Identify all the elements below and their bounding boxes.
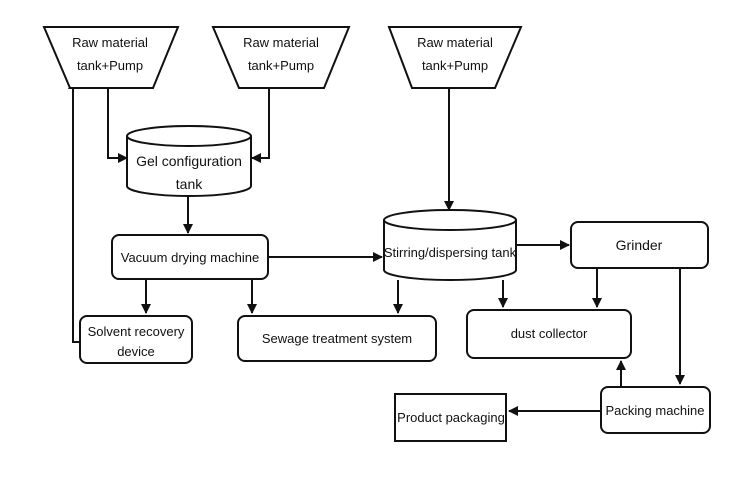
funnel-shape: [42, 26, 180, 89]
cylinder-top: [126, 125, 252, 147]
node-sewage-treatment-system: Sewage treatment system: [237, 315, 437, 362]
node-label: Product packaging: [397, 410, 505, 425]
funnel-shape: [211, 26, 351, 89]
node-label-line1: Raw material: [72, 35, 148, 50]
edge-solvent-to-raw1: [68, 79, 80, 343]
edge-raw1-to-gel: [107, 88, 128, 163]
node-solvent-recovery-device: Solvent recovery device: [79, 315, 193, 364]
box-shape: [570, 221, 709, 269]
node-raw-material-tank-2: Raw material tank+Pump: [211, 26, 351, 89]
node-label: Sewage treatment system: [262, 331, 412, 346]
node-label-line2: tank+Pump: [422, 58, 488, 73]
node-dust-collector: dust collector: [466, 309, 632, 359]
node-product-packaging: Product packaging: [394, 393, 507, 442]
cylinder-body: [383, 220, 517, 281]
node-label-line2: tank: [176, 176, 203, 192]
node-label-line2: tank+Pump: [77, 58, 143, 73]
node-raw-material-tank-3: Raw material tank+Pump: [387, 26, 523, 89]
box-shape: [466, 309, 632, 359]
node-label-line1: Gel configuration: [136, 153, 242, 169]
edges: [68, 79, 685, 416]
node-label: Stirring/dispersing tank: [384, 245, 517, 260]
node-label: dust collector: [511, 326, 588, 341]
node-label: Packing machine: [606, 403, 705, 418]
edge-raw2-to-gel: [251, 88, 270, 163]
node-label-line1: Raw material: [243, 35, 319, 50]
box-shape: [394, 393, 507, 442]
box-shape: [111, 234, 269, 280]
box-shape: [237, 315, 437, 362]
funnel-shape: [387, 26, 523, 89]
cylinder-top: [383, 209, 517, 231]
node-raw-material-tank-1: Raw material tank+Pump: [42, 26, 180, 89]
node-packing-machine: Packing machine: [600, 386, 711, 434]
box-shape: [79, 315, 193, 364]
node-label: Grinder: [616, 237, 663, 253]
node-gel-configuration-tank: Gel configuration tank: [126, 125, 252, 197]
box-shape: [600, 386, 711, 434]
node-label-line2: tank+Pump: [248, 58, 314, 73]
node-label-line1: Raw material: [417, 35, 493, 50]
node-vacuum-drying-machine: Vacuum drying machine: [111, 234, 269, 280]
node-grinder: Grinder: [570, 221, 709, 269]
node-label-line2: device: [117, 344, 155, 359]
node-label-line1: Solvent recovery: [88, 324, 185, 339]
node-label: Vacuum drying machine: [121, 250, 260, 265]
node-stirring-dispersing-tank: Stirring/dispersing tank: [383, 209, 517, 281]
cylinder-body: [126, 136, 252, 197]
